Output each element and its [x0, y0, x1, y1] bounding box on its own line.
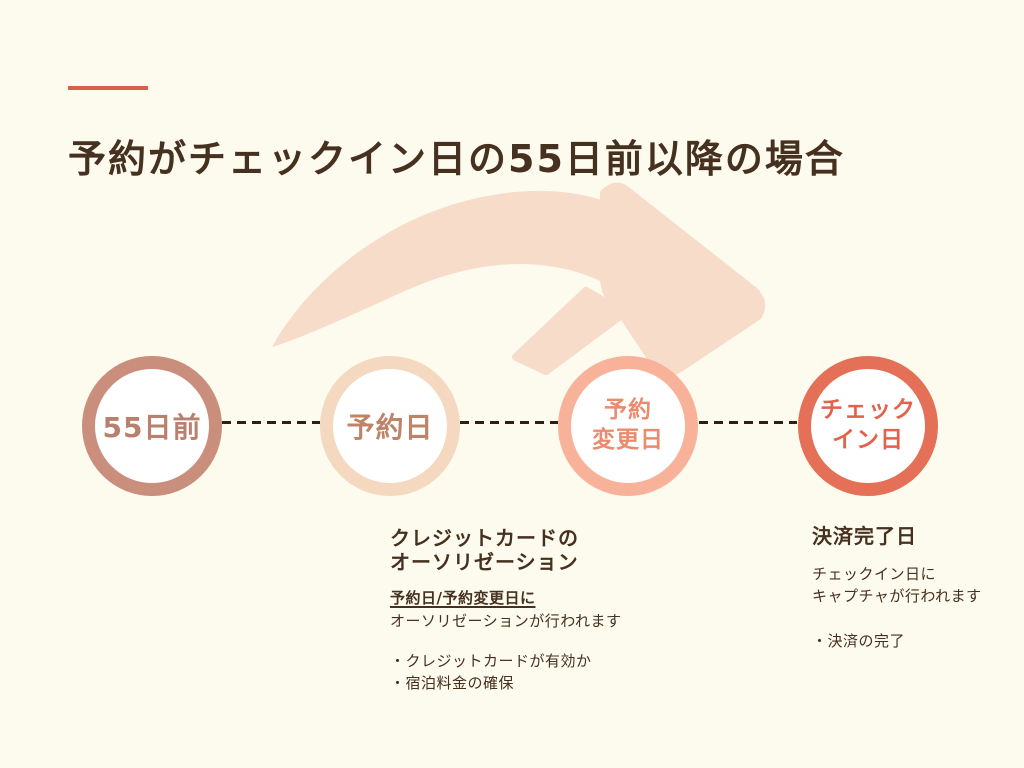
authorization-note-bullets: ・クレジットカードが有効か ・宿泊料金の確保 [390, 650, 680, 695]
timeline-connector [699, 421, 797, 424]
arrow-barb [512, 287, 628, 375]
bullet-item: ・クレジットカードが有効か [390, 651, 592, 670]
timeline-connector [222, 421, 320, 424]
settlement-note-bullets: ・決済の完了 [812, 630, 1022, 653]
timeline-node-booking-date: 予約日 [320, 356, 460, 496]
bullet-item: ・宿泊料金の確保 [390, 674, 515, 693]
arrow-head [600, 182, 766, 377]
accent-line [68, 86, 148, 90]
page-title: 予約がチェックイン日の55日前以降の場合 [68, 137, 845, 182]
authorization-note-body: オーソリゼーションが行われます [390, 612, 622, 631]
timeline-node-checkin-date: チェック イン日 [798, 356, 938, 496]
settlement-note-body: チェックイン日に キャプチャが行われます [812, 564, 982, 606]
authorization-note-subheading: 予約日/予約変更日に [390, 589, 536, 608]
timeline-node-55days-before: 55日前 [82, 356, 222, 496]
settlement-note: 決済完了日 チェックイン日に キャプチャが行われます ・決済の完了 [812, 524, 1022, 653]
authorization-note: クレジットカードの オーソリゼーション 予約日/予約変更日に オーソリゼーション… [390, 526, 680, 695]
authorization-note-heading: クレジットカードの オーソリゼーション [390, 526, 579, 574]
settlement-note-heading: 決済完了日 [812, 524, 917, 548]
bullet-item: ・決済の完了 [812, 631, 906, 650]
timeline-node-booking-change-date: 予約 変更日 [558, 356, 698, 496]
curved-arrow-icon [272, 182, 766, 377]
timeline-connector [460, 421, 558, 424]
arrow-ribbon [272, 190, 650, 347]
